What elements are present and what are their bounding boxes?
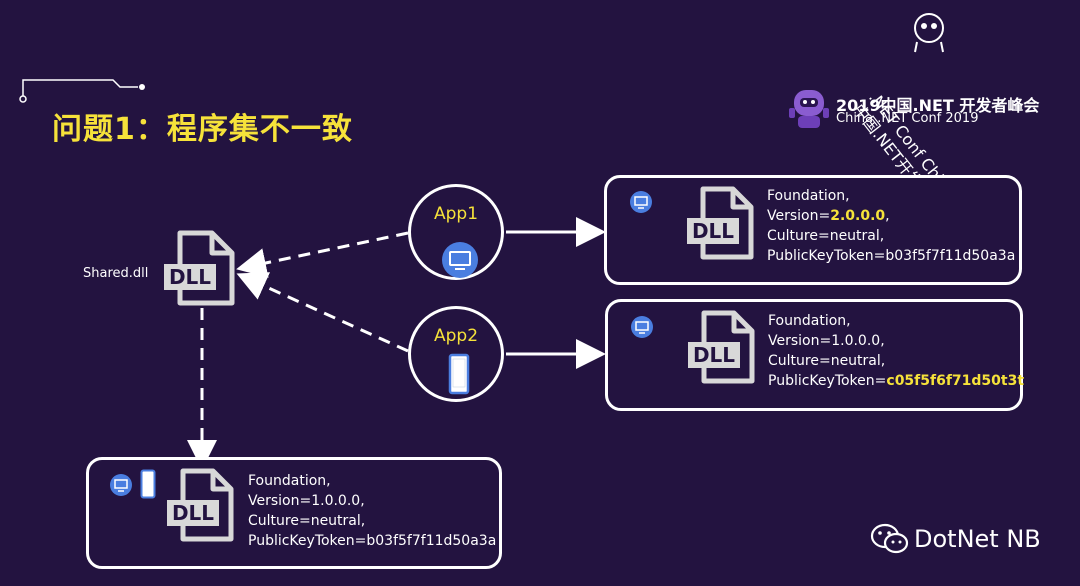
assembly-name: Foundation, (767, 188, 850, 204)
card-local-foundation: DLL Foundation, Version=1.0.0.0, Culture… (86, 457, 502, 569)
assembly-info: Foundation, Version=1.0.0.0, Culture=neu… (768, 311, 1024, 391)
card-app1-foundation: DLL Foundation, Version=2.0.0.0, Culture… (604, 175, 1022, 285)
shared-dll-file-icon: DLL (164, 230, 235, 306)
stamp-robot-icon (914, 13, 944, 53)
assembly-version-line: Version=1.0.0.0, (768, 333, 885, 349)
assembly-token: c05f5f6f71d50t3t (886, 373, 1025, 389)
app1-label: App1 (433, 204, 479, 224)
app2-node: App2 (408, 306, 504, 402)
monitor-badge-icon (631, 316, 653, 338)
dll-text: DLL (692, 219, 734, 243)
dll-file-icon: DLL (687, 186, 754, 260)
dll-file-icon: DLL (688, 310, 755, 384)
assembly-version-line: Version=2.0.0.0, (767, 208, 890, 224)
assembly-token: b03f5f7f11d50a3a (885, 248, 1016, 264)
phone-badge-icon (140, 469, 156, 499)
assembly-culture: Culture=neutral, (248, 513, 366, 529)
app2-label: App2 (433, 326, 479, 346)
card-app2-foundation: DLL Foundation, Version=1.0.0.0, Culture… (605, 299, 1024, 411)
dll-text: DLL (172, 501, 214, 525)
assembly-token-line: PublicKeyToken=b03f5f7f11d50a3a (767, 248, 1016, 264)
assembly-info: Foundation, Version=2.0.0.0, Culture=neu… (767, 186, 1015, 266)
assembly-token-line: PublicKeyToken=c05f5f6f71d50t3t (768, 373, 1025, 389)
phone-icon (448, 353, 470, 395)
monitor-icon (442, 242, 478, 278)
assembly-token: b03f5f7f11d50a3a (366, 533, 497, 549)
assembly-name: Foundation, (768, 313, 851, 329)
assembly-info: Foundation, Version=1.0.0.0, Culture=neu… (248, 471, 496, 551)
watermark-label: DotNet NB (914, 525, 1041, 553)
app2-to-shared-arrow (236, 272, 409, 353)
assembly-name: Foundation, (248, 473, 331, 489)
app1-node: App1 (408, 184, 504, 280)
circuit-decoration (19, 79, 145, 103)
monitor-badge-icon (110, 474, 132, 496)
monitor-badge-icon (630, 191, 652, 213)
shared-dll-text: DLL (169, 265, 211, 289)
page-title: 问题1：程序集不一致 (52, 112, 353, 147)
assembly-culture: Culture=neutral, (767, 228, 885, 244)
assembly-culture: Culture=neutral, (768, 353, 886, 369)
shared-dll-label: Shared.dll (83, 266, 149, 281)
assembly-version-line: Version=1.0.0.0, (248, 493, 365, 509)
assembly-version: 2.0.0.0 (830, 208, 886, 224)
assembly-version: 1.0.0.0 (831, 333, 881, 349)
brand-subtitle: China .NET Conf 2019 (836, 111, 979, 126)
brand-title: 2019中国.NET 开发者峰会 (836, 96, 1040, 115)
assembly-token-line: PublicKeyToken=b03f5f7f11d50a3a (248, 533, 497, 549)
assembly-version: 1.0.0.0 (311, 493, 361, 509)
robot-mascot-icon (789, 90, 829, 128)
app1-to-shared-arrow (236, 231, 409, 278)
dll-text: DLL (693, 343, 735, 367)
dll-file-icon: DLL (167, 468, 234, 542)
wechat-icon (870, 523, 909, 554)
